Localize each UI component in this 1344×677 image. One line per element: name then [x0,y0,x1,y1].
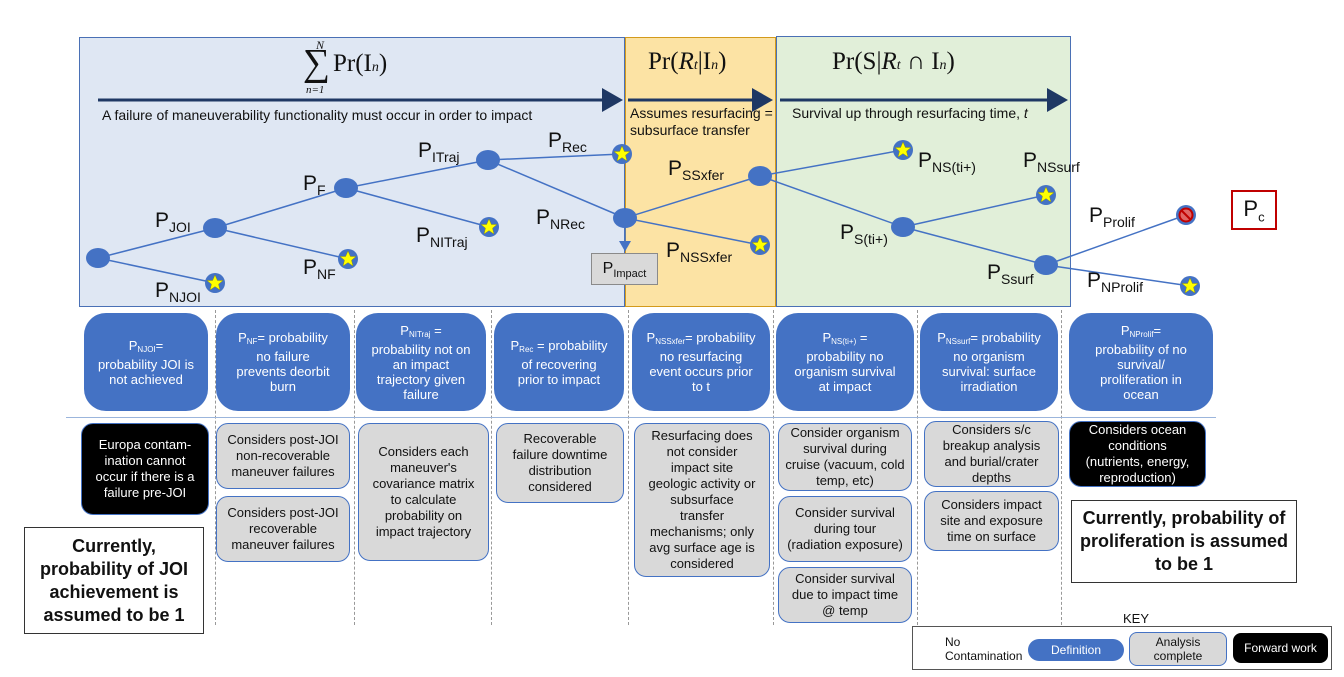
label-pnssxfer: PNSSxfer [666,239,733,266]
column-divider [773,310,774,625]
definition-pnprolif: PNProlif= probability of no survival/ pr… [1069,313,1213,411]
pimpact-box: PImpact [591,253,658,285]
definition-pnssxfer: PNSSxfer= probability no resurfacing eve… [632,313,770,411]
header-survival-formula: Pr(S|Rt ∩ In) [832,48,955,75]
node-ssxfer [748,166,772,186]
star-icon [478,216,500,238]
star-icon [749,234,771,256]
definition-prec: PRec = probability of recovering prior t… [494,313,624,411]
analysis-breakup: Considers s/c breakup analysis and buria… [924,421,1059,487]
row-divider [66,417,1216,418]
forward-work-joi: Europa contam- ination cannot occur if t… [81,423,209,515]
forward-work-ocean: Considers ocean conditions (nutrients, e… [1069,421,1206,487]
node-itraj [476,150,500,170]
analysis-cruise: Consider organism survival during cruise… [778,423,912,491]
sum-symbol: ∑ [303,42,331,84]
definition-pnitraj: PNITraj = probability not on an impact t… [356,313,486,411]
star-icon [337,248,359,270]
column-divider [917,310,918,625]
caption-survival: Survival up through resurfacing time, t [792,105,1028,121]
no-symbol-icon [1176,205,1196,225]
analysis-covariance: Considers each maneuver's covariance mat… [358,423,489,561]
definition-pnjoi: PNJOI= probability JOI is not achieved [84,313,208,411]
header-resurfacing-formula: Pr(Rt|In) [648,48,727,75]
tree-nodes [86,150,1058,275]
key-analysis-complete: Analysis complete [1129,632,1227,666]
key-definition: Definition [1028,639,1124,661]
star-icon [1179,275,1201,297]
analysis-resurfacing: Resurfacing does not consider impact sit… [634,423,770,577]
analysis-downtime: Recoverable failure downtime distributio… [496,423,624,503]
star-icon [892,139,914,161]
label-pssxfer: PSSxfer [668,157,725,184]
label-pnprolif: PNProlif [1087,269,1144,296]
label-pnf: PNF [303,256,336,283]
definition-pnsti: PNS(ti+) = probability no organism survi… [776,313,914,411]
star-icon [611,143,633,165]
label-pnjoi: PNJOI [155,279,201,306]
analysis-recoverable: Considers post-JOI recoverable maneuver … [216,496,350,562]
analysis-tour: Consider survival during tour (radiation… [778,496,912,562]
analysis-nonrecoverable: Considers post-JOI non-recoverable maneu… [216,423,350,489]
caption-maneuverability: A failure of maneuverability functionali… [102,107,533,123]
label-prec: PRec [548,129,587,156]
label-psti: PS(ti+) [840,221,888,248]
definition-pnf: PNF= probability no failure prevents deo… [216,313,350,411]
sum-upper: N [316,38,325,52]
node-start [86,248,110,268]
node-nrec [613,208,637,228]
label-pjoi: PJOI [155,209,191,236]
pc-box: Pc [1231,190,1277,230]
label-pnrec: PNRec [536,206,586,233]
key-forward-work: Forward work [1233,633,1328,663]
node-joi [203,218,227,238]
key-legend: No Contamination Definition Analysis com… [912,626,1332,670]
label-pnsti: PNS(ti+) [918,149,976,176]
label-pnitraj: PNITraj [416,224,468,251]
tree-edges [97,149,1191,287]
column-divider [628,310,629,625]
definition-pnssurf: PNSsurf= probability no organism surviva… [920,313,1058,411]
label-pitraj: PITraj [418,139,460,166]
label-pprolif: PProlif [1089,204,1135,231]
caption-resurfacing-line1: Assumes resurfacing = [630,105,773,121]
column-divider [215,310,216,625]
caption-resurfacing-line2: subsurface transfer [630,122,750,138]
analysis-exposure: Considers impact site and exposure time … [924,491,1059,551]
header-sum-formula: N ∑ n=1 Pr(In) [300,36,410,96]
star-icon [1035,184,1057,206]
label-pnssurf: PNSsurf [1023,149,1080,176]
node-sti [891,217,915,237]
column-divider [1061,310,1062,625]
sum-lower: n=1 [306,84,325,96]
key-no-contamination: No Contamination [945,635,1023,663]
analysis-impact-temp: Consider survival due to impact time @ t… [778,567,912,623]
sum-term: Pr(In) [333,50,388,77]
region-survival [776,36,1071,307]
key-title: KEY [1123,611,1150,626]
label-pf: PF [303,172,326,199]
column-divider [491,310,492,625]
label-pssurf: PSsurf [987,261,1034,288]
note-joi-assumption: Currently, probability of JOI achievemen… [24,527,204,634]
column-divider [354,310,355,625]
star-icon [204,272,226,294]
node-ssurf [1034,255,1058,275]
node-f [334,178,358,198]
note-proliferation-assumption: Currently, probability of proliferation … [1071,500,1297,583]
